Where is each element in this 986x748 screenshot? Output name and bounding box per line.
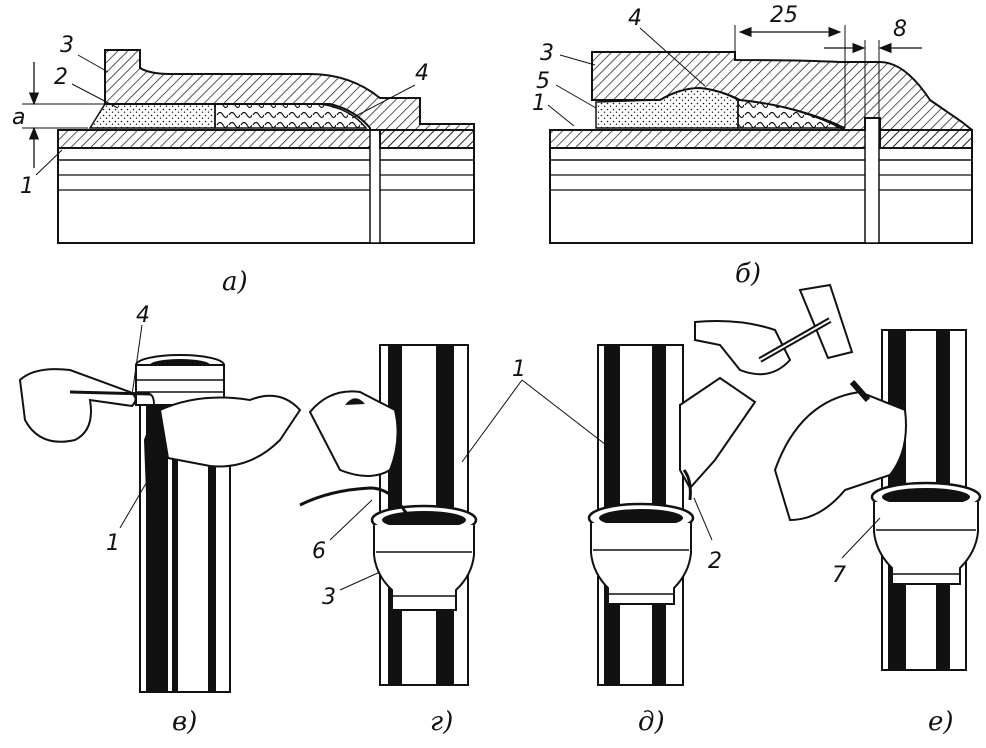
leaders-b [547,27,706,127]
label-strand-b: 4 [628,6,642,31]
caption-a: а) [222,267,248,297]
label-sand-d: 2 [708,549,722,574]
dimension-25: 25 [734,3,846,128]
label-socket: 3 [60,33,74,58]
panel-g: 6 3 г) [299,344,478,737]
caulking-tool-d [679,376,757,501]
label-tool-g: 6 [312,539,326,564]
panel-b: 25 8 3 4 5 1 б) [532,3,973,289]
label-pipe-v: 1 [106,531,120,556]
caption-g: г) [430,707,453,737]
label-pipe-b: 1 [532,91,546,116]
panel-e: 7 е) [773,329,982,737]
dimension-8: 8 [824,17,922,118]
socket-a [104,49,475,149]
panel-d: 1 2 д) [461,283,854,737]
pipe-section-b [549,117,973,244]
hands-v [18,368,302,521]
panel-v: 4 1 в) [18,303,302,737]
gap-dimension-a: a [12,62,112,168]
label-strand: 4 [415,61,429,86]
dim-8-label: 8 [893,17,907,42]
leaders-d [461,379,713,541]
caption-d: д) [638,707,665,737]
dim-25-label: 25 [770,3,798,28]
label-socket-g: 3 [322,585,336,610]
label-socket-b: 3 [540,41,554,66]
label-pipe: 1 [20,174,34,199]
label-sand: 2 [54,65,68,90]
leaders-a [35,54,416,176]
leader-e [841,517,881,559]
label-7-e: 7 [832,563,846,588]
socket-d [590,523,692,605]
label-strand-v: 4 [136,303,150,328]
hammer-hand-d [694,283,854,376]
vertical-pipe-d [587,344,695,686]
caulking-sand-b [595,87,739,129]
label-5-b: 5 [536,69,550,94]
vertical-pipe-e [870,329,982,671]
caption-v: в) [172,707,197,737]
vertical-pipe-g [370,344,478,686]
hand-e [773,380,907,522]
leaders-g [329,499,381,591]
label-pipe-d: 1 [512,357,526,382]
socket-g [373,525,475,611]
caption-e: е) [928,707,954,737]
caption-b: б) [735,259,761,289]
leaders-v [119,324,149,529]
panel-a: a 3 2 1 4 а) [12,33,475,297]
packing-strand-a [214,103,368,129]
socket-e [873,502,979,585]
gap-label: a [12,105,25,130]
caulking-sand-a [88,103,216,129]
tool-hand-g [299,390,414,521]
